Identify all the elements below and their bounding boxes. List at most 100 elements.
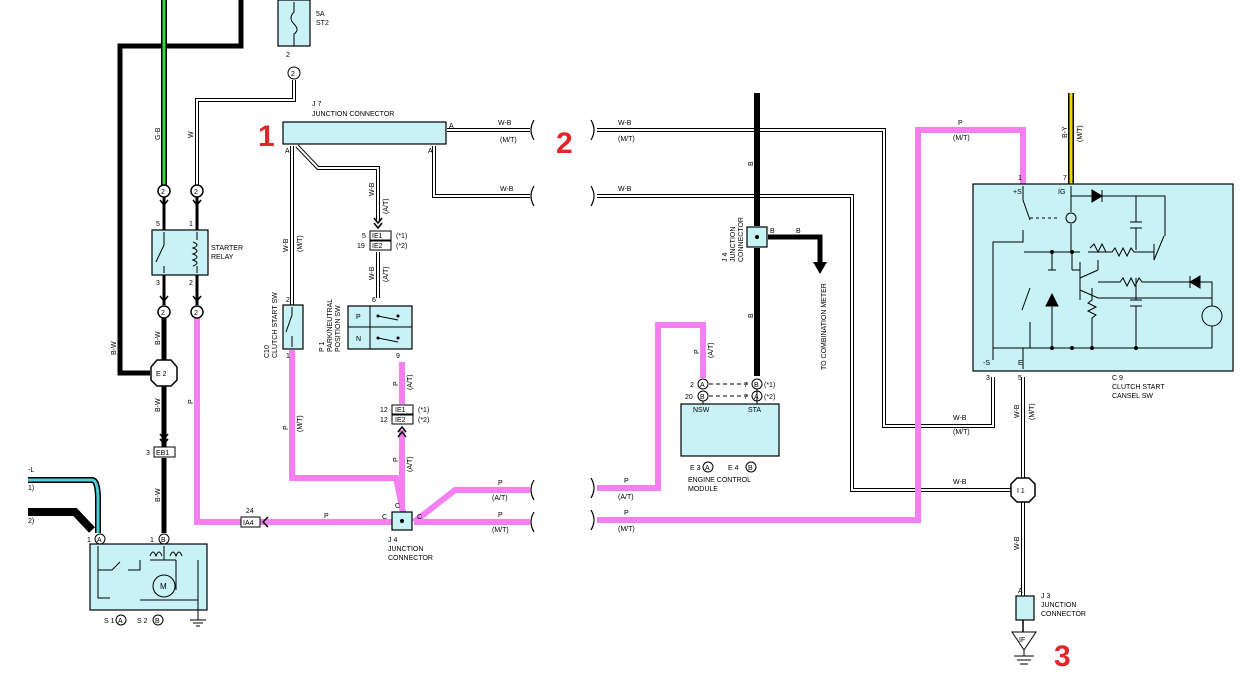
bw-label2: B-W [155,331,162,345]
p-at-in-label: P [624,478,629,485]
left-label-2: 2) [28,518,34,525]
callout-1: 1 [258,120,275,153]
j7-pin-a-right: A [449,123,454,130]
engine-control-module [680,403,780,457]
clutch-start-cancel-sw [972,183,1234,372]
j4-left-pin-c-top: C [395,503,400,510]
at-in-label: (A/T) [618,494,634,501]
fuse-rating: 5A [316,11,325,18]
starter-motor [89,543,208,627]
mt-clutch-label: (M/T) [297,415,304,432]
c9-nodes [1050,250,1138,350]
p-ecm-wire [597,322,706,491]
ie2-bot-note: (*2) [418,417,429,424]
ie-top-connectors [369,217,392,251]
motor-ref1-circle [115,614,127,626]
p-c9-label: P [958,120,963,127]
ia4-pin: 24 [246,508,254,515]
ie1-bot-note: (*1) [418,407,429,414]
wb-j7-out2-label: W-B [500,186,514,193]
park-label: PARK/NEUTRAL [327,299,334,352]
i1-connector [1010,477,1036,503]
park-label2: POSITION SW [335,305,342,352]
park-ref: P 1 [319,342,326,352]
ecm-pin7a: 7 [744,382,748,389]
motor-ref1: S 1 [104,618,115,625]
wb-right1-wire [597,129,994,427]
relay-label: STARTER [211,245,243,252]
ecm-pin7b-note: (*2) [764,394,775,401]
motor-pin-a-circle [94,533,106,545]
j3-label: JUNCTION [1041,602,1076,609]
gb-label: G-B [155,127,162,140]
fuse-connector [287,66,301,80]
ia4-label: IA4 [243,520,254,527]
wb-right2-label: W-B [618,186,632,193]
callout-2: 2 [556,127,573,160]
clutch-switch-symbol [285,307,293,347]
fuse-name: ST2 [316,20,329,27]
ecm-sta: STA [748,407,761,414]
ie-bottom-connectors [391,404,414,438]
wb-park2-label: W-B [369,266,376,280]
relay-conn-3: 2 [161,310,165,317]
c9-pin7: 7 [1063,175,1067,182]
park-pin-bottom: 9 [396,353,400,360]
motor-pin-a: A [97,537,102,544]
clutch-ref: C10 [264,345,271,358]
e2-connector [150,359,178,387]
clutch-label: CLUTCH START SW [272,292,279,358]
ecm-label: ENGINE CONTROL [688,477,751,484]
j7-ref: J 7 [312,101,321,108]
p-park-label: P [393,381,400,386]
to-meter-label: TO COMBINATION METER [821,283,828,370]
mt-out-label: (M/T) [492,527,509,534]
fuse-connector-pin: 2 [291,71,295,78]
j3-label2: CONNECTOR [1041,611,1086,618]
b-meter-wire [768,234,823,265]
motor-pin-b-circle [158,533,170,545]
meter-arrow [813,262,827,274]
j4-left-pin-c-left: C [382,514,387,521]
ecm-ref1: E 3 [690,465,701,472]
p-c9-wire [597,127,1026,523]
relay-conn-4: 2 [194,310,198,317]
ecm-ref2-pin: B [748,465,753,472]
relay-conn-1: 2 [161,189,165,196]
eb1-pin: 3 [146,450,150,457]
c9-minus-s: -S [983,360,990,367]
bw-label4: B-W [155,488,162,502]
mt-c9-1-label: (M/T) [953,429,970,436]
p-main-wire [194,318,403,525]
at-park-label: (A/T) [383,198,390,214]
wb-i1-label: W-B [1014,536,1021,550]
by-label: B-Y [1062,126,1069,138]
eb1-connector [153,433,176,458]
relay-conn-2: 2 [194,189,198,196]
relay-pin-1: 1 [189,221,193,228]
relay-arrows [159,199,202,303]
wb-j7-out2-wire [433,146,530,197]
ie2-bot-pin: 12 [380,417,388,424]
at-p-park-label: (A/T) [407,374,414,390]
c9-plus-s: +S [1013,189,1022,196]
eb1-label: EB1 [156,450,169,457]
p-park2-label: P [393,457,400,462]
left-label-1: 1) [28,485,34,492]
ecm-ref1-pin: A [705,465,710,472]
bw-label: B-W [111,341,118,355]
j4-left-label: JUNCTION [388,546,423,553]
ie1-top-note: (*1) [396,233,407,240]
bw-label3: B-W [155,398,162,412]
j4-left-ref: J 4 [388,537,397,544]
ecm-pin7b-letter: A [754,394,759,401]
c9-pin5: 5 [1018,375,1022,382]
mt-by-label: (M/T) [1077,125,1084,142]
clutch-pin-bottom: 1 [286,353,290,360]
motor-ref2-pin: B [155,618,160,625]
j3-pin: A [1018,588,1023,595]
mt-c9-e-label: (M/T) [1029,403,1036,420]
mt-j7-out-label: (M/T) [500,137,517,144]
wb-clutch-label: W-B [283,238,290,252]
